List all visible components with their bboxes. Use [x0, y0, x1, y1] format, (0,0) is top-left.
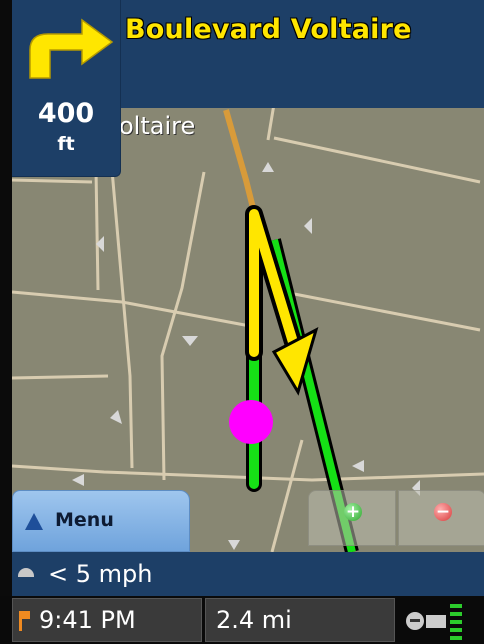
system-tray — [400, 598, 484, 642]
heading-line — [249, 209, 301, 357]
zoom-in-glyph: + — [345, 502, 361, 522]
flag-icon — [19, 611, 30, 631]
mail-icon — [426, 615, 446, 628]
zoom-in-button[interactable]: + — [308, 490, 396, 546]
status-bar: 9:41 PM 2.4 mi — [0, 596, 484, 644]
menu-label: Menu — [55, 509, 114, 531]
turn-distance-value: 400 — [37, 98, 95, 129]
signal-strength-icon — [450, 604, 462, 640]
turn-distance-unit: ft — [57, 133, 75, 155]
triangle-up-icon — [25, 513, 43, 530]
current-speed: < 5 mph — [48, 560, 153, 588]
map-street-label: oltaire — [119, 112, 196, 140]
zoom-out-glyph: − — [435, 502, 451, 522]
current-position-marker — [229, 400, 273, 444]
sync-icon — [406, 612, 424, 630]
arrival-time: 9:41 PM — [39, 606, 136, 634]
zoom-out-button[interactable]: − — [398, 490, 484, 546]
speed-bar: < 5 mph — [12, 552, 484, 596]
turn-left-arrow-icon — [29, 18, 114, 79]
arrival-time-box[interactable]: 9:41 PM — [12, 598, 202, 642]
remaining-distance: 2.4 mi — [216, 606, 292, 634]
next-street-name: Boulevard Voltaire — [125, 14, 412, 45]
zoom-in-icon — [344, 503, 362, 521]
heading-arrow-icon — [271, 327, 319, 396]
speedometer-icon — [18, 568, 34, 577]
turn-instruction-panel[interactable]: 400 ft — [12, 0, 121, 177]
zoom-out-icon — [434, 503, 452, 521]
main-road — [223, 109, 257, 213]
remaining-distance-box[interactable]: 2.4 mi — [205, 598, 395, 642]
menu-button[interactable]: Menu — [12, 490, 190, 552]
